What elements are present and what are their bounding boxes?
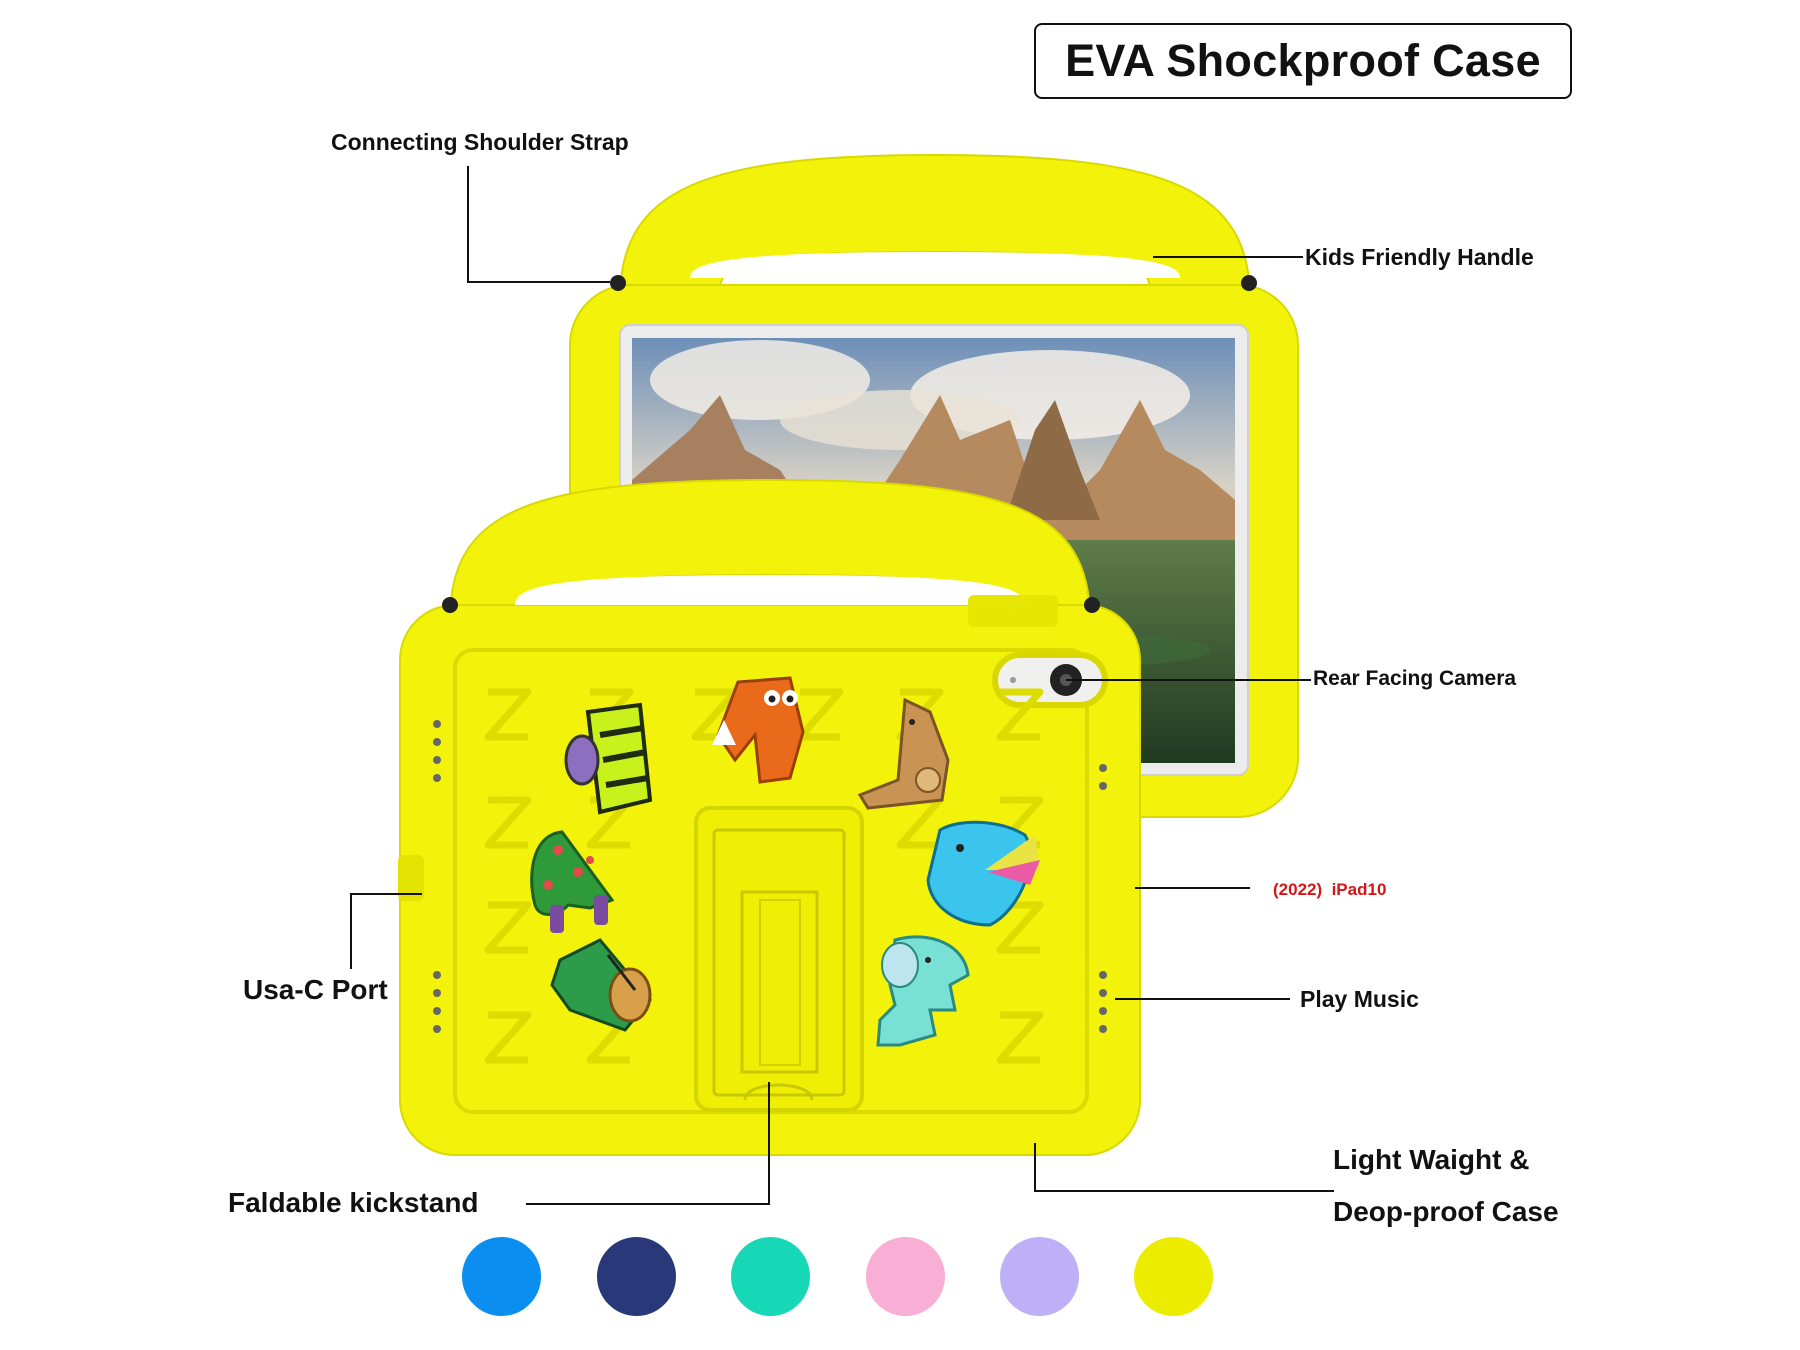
leader-line-strap-h [467, 281, 610, 283]
page-title: EVA Shockproof Case [1034, 23, 1572, 99]
leader-line-strap [467, 166, 469, 283]
color-swatch-teal[interactable] [731, 1237, 810, 1316]
back-view-case [398, 478, 1141, 1156]
leader-line-port-h [350, 893, 422, 895]
violin-letter-sticker [550, 938, 652, 1032]
leader-line-kickstand-h [526, 1203, 770, 1205]
elephant-letter-sticker [876, 935, 970, 1047]
leader-line-lightweight-v [1034, 1143, 1036, 1192]
kickstand [694, 806, 864, 1112]
fox-letter-sticker [712, 676, 805, 784]
leader-line-model [1135, 887, 1250, 889]
label-kickstand: Faldable kickstand [228, 1187, 479, 1218]
leader-line-lightweight [1034, 1190, 1334, 1192]
umbrella-letter-sticker [926, 820, 1040, 927]
tree-letter-sticker [530, 830, 615, 933]
label-handle: Kids Friendly Handle [1305, 244, 1534, 270]
leader-line-handle [1153, 256, 1303, 258]
kangaroo-letter-sticker [857, 697, 950, 810]
leader-line-port [350, 893, 352, 969]
label-shoulder-strap: Connecting Shoulder Strap [331, 129, 629, 155]
leader-line-kickstand [768, 1082, 770, 1205]
color-swatch-pink[interactable] [866, 1237, 945, 1316]
color-swatch-lavender[interactable] [1000, 1237, 1079, 1316]
label-usb-port: Usa-C Port [243, 974, 388, 1005]
leader-line-music [1115, 998, 1290, 1000]
leader-line-camera [1066, 679, 1311, 681]
tiger-letter-sticker [564, 702, 653, 815]
color-swatch-navy[interactable] [597, 1237, 676, 1316]
label-lightweight-2: Deop-proof Case [1333, 1196, 1559, 1227]
color-swatch-yellow[interactable] [1134, 1237, 1213, 1316]
label-music: Play Music [1300, 986, 1419, 1012]
color-swatch-blue[interactable] [462, 1237, 541, 1316]
label-camera: Rear Facing Camera [1313, 667, 1517, 690]
label-lightweight-1: Light Waight & [1333, 1144, 1530, 1175]
label-model: (2022) iPad10 [1273, 880, 1387, 899]
